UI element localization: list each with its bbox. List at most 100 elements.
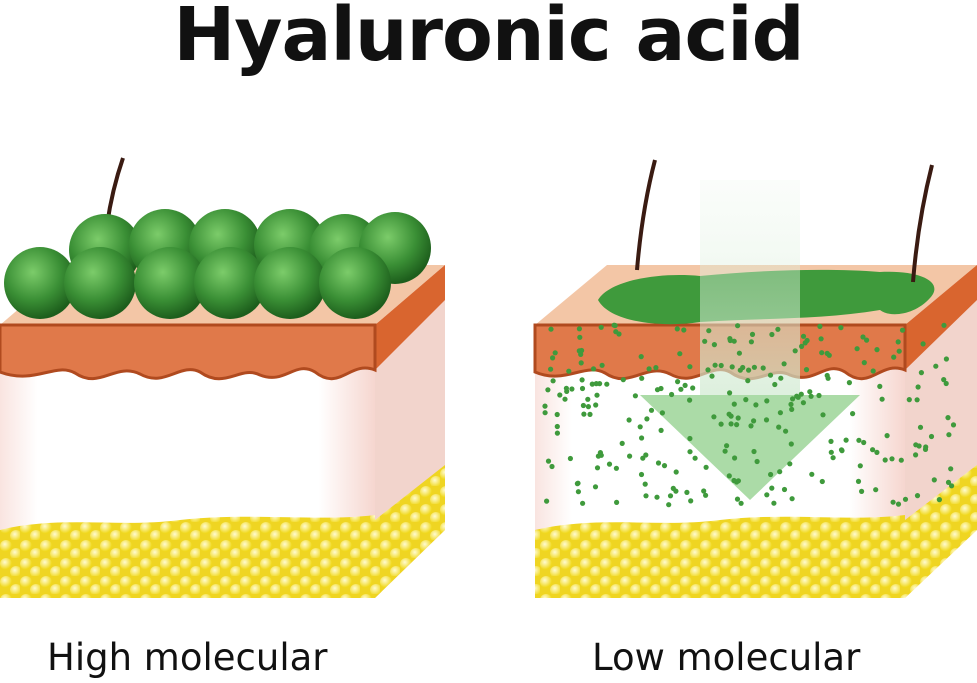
diagram-title: Hyaluronic acid — [173, 0, 804, 78]
molecule-dot — [620, 377, 626, 383]
molecule-dot — [781, 486, 788, 493]
molecule-dot — [777, 469, 783, 475]
molecule-dot — [776, 424, 782, 430]
molecule-dot — [874, 347, 880, 353]
molecule-dot — [743, 397, 749, 403]
molecule-dot — [803, 367, 810, 373]
molecule-dot — [794, 393, 800, 399]
low-molecular-label: Low molecular — [592, 636, 861, 679]
molecule-dot — [593, 402, 599, 408]
molecule-dot — [619, 440, 625, 446]
molecule-dot — [675, 379, 681, 385]
molecule-dot — [950, 422, 957, 428]
molecule-dot — [772, 381, 778, 388]
molecule-dot — [781, 361, 787, 367]
molecule-dot — [778, 375, 784, 381]
molecule-sphere — [134, 247, 206, 319]
molecule-dot — [613, 329, 619, 335]
molecule-dot — [945, 415, 951, 421]
molecule-dot — [949, 483, 955, 489]
molecule-dot — [917, 424, 924, 430]
molecule-dot — [654, 494, 660, 500]
molecule-dot — [898, 457, 904, 463]
molecule-dot — [690, 385, 696, 391]
molecule-dot — [712, 362, 718, 368]
molecule-dot — [614, 499, 620, 505]
molecule-dot — [790, 396, 796, 402]
molecule-dot — [637, 424, 643, 430]
molecule-dot — [674, 326, 680, 332]
high-molecular-skin-block — [0, 157, 445, 598]
molecule-dot — [859, 488, 865, 494]
molecule-dot — [659, 410, 666, 416]
molecule-dot — [914, 397, 920, 403]
molecule-dot — [843, 437, 849, 443]
molecule-dot — [643, 493, 649, 499]
molecule-sphere — [254, 247, 326, 319]
molecule-dot — [692, 455, 698, 461]
molecule-dot — [569, 386, 575, 392]
molecule-dot — [585, 396, 591, 402]
molecule-dot — [819, 350, 825, 356]
molecule-dot — [673, 469, 679, 475]
molecule-dot — [701, 488, 707, 494]
molecule-dot — [638, 471, 645, 478]
molecule-dot — [574, 481, 581, 487]
molecule-dot — [936, 497, 943, 503]
molecule-dot — [648, 407, 655, 413]
molecule-dot — [751, 418, 757, 424]
molecule-dot — [606, 461, 613, 467]
penetration-arrow — [640, 395, 860, 500]
fat-layer — [0, 515, 375, 598]
molecule-dot — [850, 411, 856, 417]
molecule-dot — [673, 488, 679, 494]
molecule-dot — [638, 354, 644, 360]
molecule-dot — [702, 338, 708, 344]
molecule-dot — [646, 366, 652, 372]
molecule-dot — [914, 493, 921, 499]
molecule-dot — [915, 384, 921, 390]
molecule-dot — [567, 455, 574, 462]
molecule-dot — [828, 438, 834, 444]
molecule-dot — [589, 381, 595, 387]
molecule-dot — [544, 498, 550, 504]
molecule-dot — [581, 411, 587, 417]
molecule-dot — [788, 441, 794, 447]
molecule-dot — [789, 406, 795, 412]
molecule-dot — [800, 400, 807, 406]
molecule-dot — [545, 387, 551, 393]
molecule-dot — [687, 449, 693, 455]
molecule-dot — [612, 322, 618, 329]
molecule-dot — [604, 381, 610, 387]
high-molecular-label: High molecular — [47, 636, 328, 679]
molecule-dot — [749, 331, 756, 337]
low-molecular-skin-block — [533, 159, 977, 598]
molecule-dot — [792, 348, 798, 354]
molecule-dot — [748, 423, 754, 429]
molecule-dot — [727, 337, 733, 344]
molecule-dot — [590, 366, 597, 372]
molecule-dot — [687, 397, 693, 403]
molecule-dot — [895, 501, 902, 507]
molecule-dot — [592, 484, 599, 490]
molecule-dot — [627, 453, 633, 459]
molecule-dot — [788, 401, 794, 407]
molecule-dot — [598, 324, 604, 330]
molecule-dot — [585, 404, 592, 410]
molecule-dot — [751, 364, 758, 370]
molecule-dot — [753, 402, 759, 408]
molecule-dot — [816, 392, 822, 399]
molecule-dot — [735, 415, 741, 421]
molecule-dot — [798, 391, 804, 397]
molecule-dot — [577, 334, 583, 340]
molecule-dot — [928, 433, 935, 440]
molecule-dot — [597, 450, 604, 456]
molecule-dot — [735, 323, 741, 329]
molecule-dot — [726, 473, 732, 479]
molecule-dot — [731, 338, 737, 344]
molecule-dot — [751, 448, 757, 455]
molecule-dot — [542, 410, 548, 416]
molecule-dot — [818, 336, 824, 342]
molecule-dot — [808, 393, 814, 399]
molecule-dot — [769, 331, 775, 338]
